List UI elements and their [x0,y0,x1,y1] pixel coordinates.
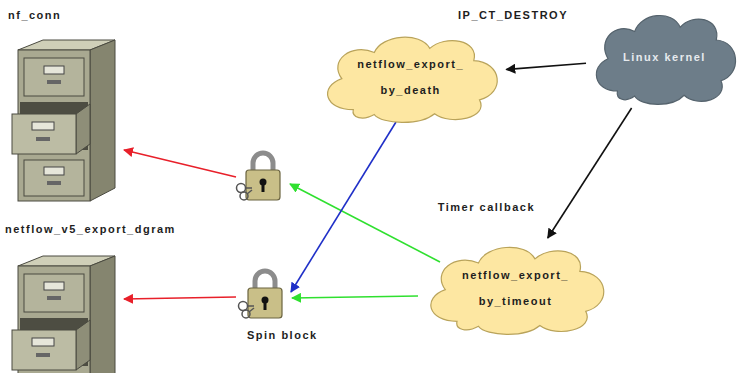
cloud-node: Linux kernel [586,6,743,108]
access-arrow [124,150,236,177]
padlock-symbol [239,271,283,318]
node-label: Linux kernel [623,44,706,70]
cloud-node: netflow_export_ by_timeout [418,238,613,338]
event-arrow [548,108,632,238]
padlock-symbol [237,153,281,200]
cloud-shape [315,28,506,126]
lock-arrow [292,296,418,298]
node-body: netflow_export_ by_timeout [418,238,613,338]
node-label: netflow_export_ by_timeout [450,262,582,314]
node-body: Linux kernel [586,6,743,108]
event-arrow [506,63,586,69]
cloud-node: netflow_export_ by_death [315,28,506,126]
access-arrow [124,297,236,299]
cloud-shape [418,238,613,338]
text-label: Spin block [247,328,318,342]
filing-cabinet [12,256,115,373]
filing-cabinet [12,40,115,201]
node-body: netflow_export_ by_death [315,28,506,126]
text-label: nf_conn [8,8,61,22]
text-label: IP_CT_DESTROY [458,8,568,22]
lock-arrow [290,184,440,262]
cloud-outline [596,16,735,105]
text-label: netflow_v5_export_dgram [5,222,176,236]
cloud-outline [328,37,498,122]
text-label: Timer callback [438,200,535,214]
lock-arrow [291,122,396,292]
node-label: netflow_export_ by_death [345,51,477,103]
cloud-outline [431,247,604,334]
